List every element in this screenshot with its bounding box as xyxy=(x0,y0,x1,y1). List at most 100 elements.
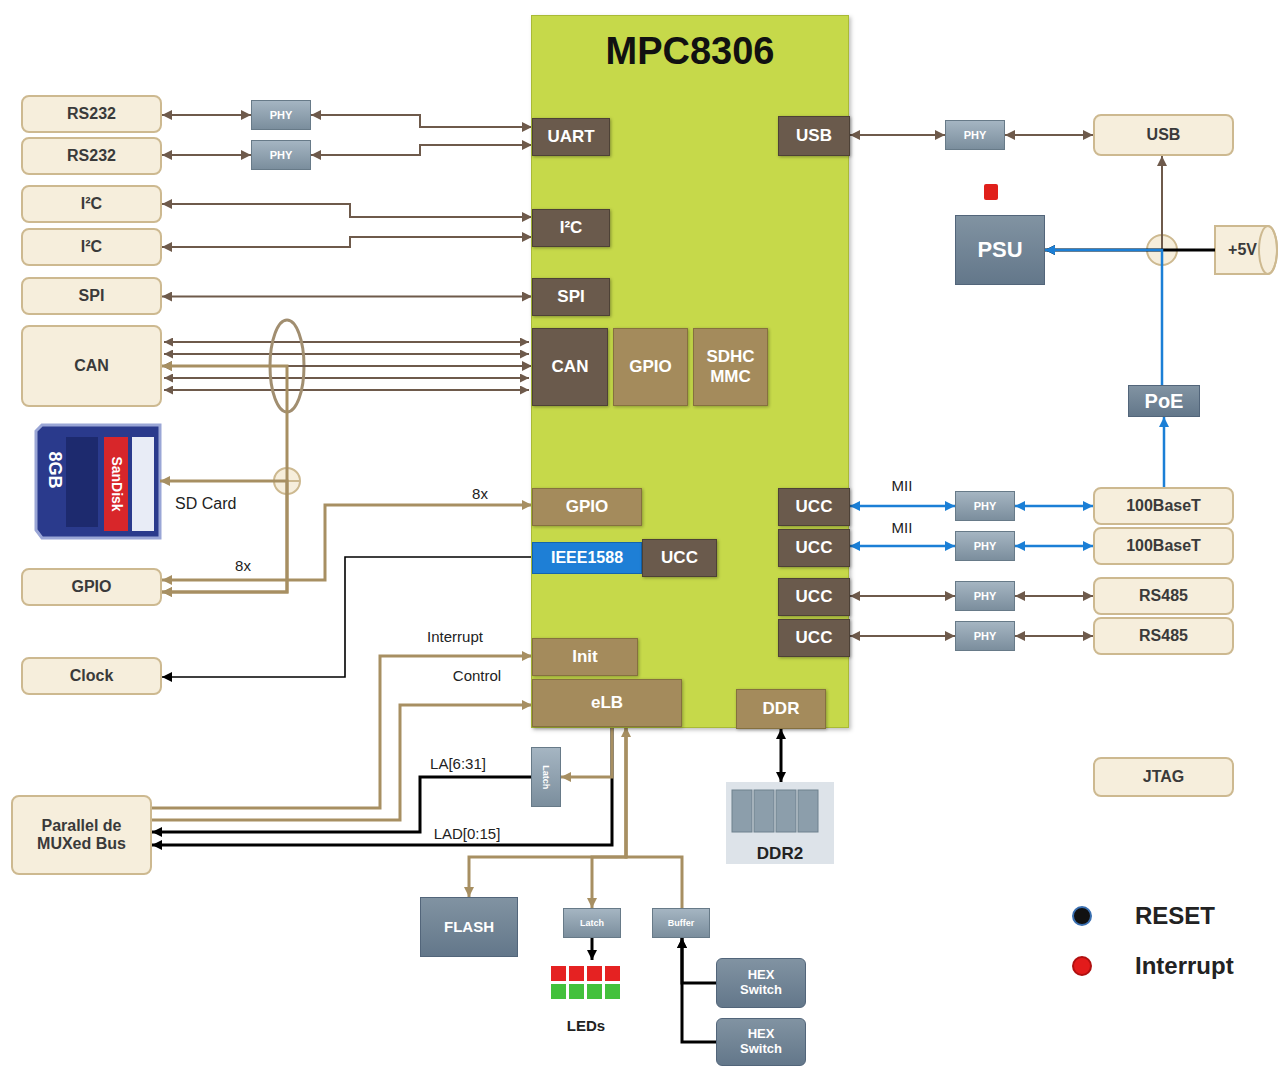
signal-connector xyxy=(1045,156,1162,250)
peripheral-block: UCC xyxy=(778,529,850,567)
box-label: Latch xyxy=(580,918,604,928)
signal-connector xyxy=(162,296,532,298)
logic-chip: Buffer xyxy=(652,908,710,938)
box-label: PHY xyxy=(270,109,293,122)
box-label: CAN xyxy=(552,357,589,377)
box-label: UCC xyxy=(661,548,698,568)
memory-module xyxy=(776,790,796,832)
signal-connector xyxy=(162,204,532,217)
legend-item: Interrupt xyxy=(1072,952,1234,980)
signal-label: LAD[0:15] xyxy=(432,826,503,843)
hex-switch: HEX Switch xyxy=(716,958,806,1008)
signal-connector xyxy=(152,777,531,832)
memory-module xyxy=(732,790,752,832)
box-label: RS232 xyxy=(67,147,116,165)
phy-transceiver: PHY xyxy=(251,140,311,170)
signal-connector xyxy=(1015,545,1093,548)
box-label: USB xyxy=(1147,126,1181,144)
signal-connector xyxy=(162,114,251,116)
peripheral-block: DDR xyxy=(736,689,826,729)
signal-label: MII xyxy=(890,478,915,495)
interface-connector: I²C xyxy=(21,185,162,223)
box-label: PHY xyxy=(974,630,997,643)
interface-connector: RS232 xyxy=(21,137,162,175)
box-label: DDR xyxy=(763,699,800,719)
interface-connector: JTAG xyxy=(1093,757,1234,797)
signal-connector xyxy=(1045,250,1162,385)
signal-label: 8x xyxy=(233,558,253,575)
box-label: DDR2 xyxy=(757,844,803,864)
interface-connector: Clock xyxy=(21,657,162,695)
signal-connector xyxy=(682,938,716,983)
signal-label: Interrupt xyxy=(425,629,485,646)
box-label: CAN xyxy=(74,357,109,375)
led-array xyxy=(551,966,620,999)
signal-label: LA[6:31] xyxy=(428,756,488,773)
signal-connector xyxy=(162,505,532,580)
signal-connector xyxy=(311,115,532,127)
box-label: JTAG xyxy=(1143,768,1184,786)
legend-label: RESET xyxy=(1135,902,1215,930)
interface-connector: 100BaseT xyxy=(1093,487,1234,525)
box-label: PHY xyxy=(974,590,997,603)
signal-connector xyxy=(561,727,612,777)
box-label: IEEE1588 xyxy=(551,549,623,567)
peripheral-block: SDHC MMC xyxy=(693,328,768,406)
signal-connector xyxy=(162,237,532,247)
box-label: LEDs xyxy=(567,1017,605,1034)
peripheral-block: GPIO xyxy=(532,488,642,526)
led-array xyxy=(569,984,584,999)
box-label: I²C xyxy=(560,218,583,238)
legend-swatch xyxy=(1072,906,1092,926)
phy-transceiver: PHY xyxy=(955,491,1015,521)
memory-module xyxy=(754,790,774,832)
interface-connector: RS232 xyxy=(21,95,162,133)
signal-connector xyxy=(162,557,532,677)
signal-connector xyxy=(162,366,287,592)
interface-connector: I²C xyxy=(21,228,162,266)
signal-label: MII xyxy=(890,520,915,537)
card-marking: 8GB xyxy=(44,448,64,491)
box-label: PoE xyxy=(1145,390,1184,413)
signal-connector xyxy=(1163,417,1166,487)
peripheral-block: CAN xyxy=(532,328,608,406)
interrupt-indicator xyxy=(984,184,998,200)
box-label: PHY xyxy=(270,149,293,162)
interface-connector: USB xyxy=(1093,114,1234,156)
device-box: PoE xyxy=(1128,385,1200,417)
sd-card-illustration xyxy=(104,437,128,531)
signal-connector xyxy=(850,134,945,136)
signal-connector xyxy=(311,145,532,155)
device-box: FLASH xyxy=(420,897,518,957)
box-label: HEX Switch xyxy=(729,1027,793,1057)
legend-item: RESET xyxy=(1072,902,1215,930)
box-label: MPC8306 xyxy=(606,30,775,74)
led-array xyxy=(587,966,602,981)
peripheral-block: UCC xyxy=(778,619,850,657)
memory-module xyxy=(798,790,818,832)
led-array xyxy=(605,984,620,999)
signal-connector xyxy=(160,481,287,592)
signal-connector xyxy=(850,505,955,508)
box-label: 100BaseT xyxy=(1126,537,1201,555)
power-input: +5V xyxy=(1215,226,1270,274)
interface-connector: RS485 xyxy=(1093,617,1234,655)
box-label: SPI xyxy=(79,287,105,305)
hex-switch: HEX Switch xyxy=(716,1018,806,1066)
legend-swatch xyxy=(1072,956,1092,976)
sd-card-illustration xyxy=(36,425,160,538)
peripheral-block: GPIO xyxy=(613,328,688,406)
box-label: GPIO xyxy=(71,578,111,596)
signal-label: Control xyxy=(451,668,503,685)
can-bus-lines xyxy=(164,377,529,379)
led-array xyxy=(551,966,566,981)
legend-label: Interrupt xyxy=(1135,952,1234,980)
interface-connector: 100BaseT xyxy=(1093,527,1234,565)
signal-connector xyxy=(850,635,955,637)
box-label: FLASH xyxy=(444,918,494,935)
phy-transceiver: PHY xyxy=(251,100,311,130)
sd-card-illustration xyxy=(66,437,98,527)
box-label: Clock xyxy=(70,667,114,685)
card-marking: SanDisk xyxy=(108,453,123,514)
signal-label: 8x xyxy=(470,486,490,503)
